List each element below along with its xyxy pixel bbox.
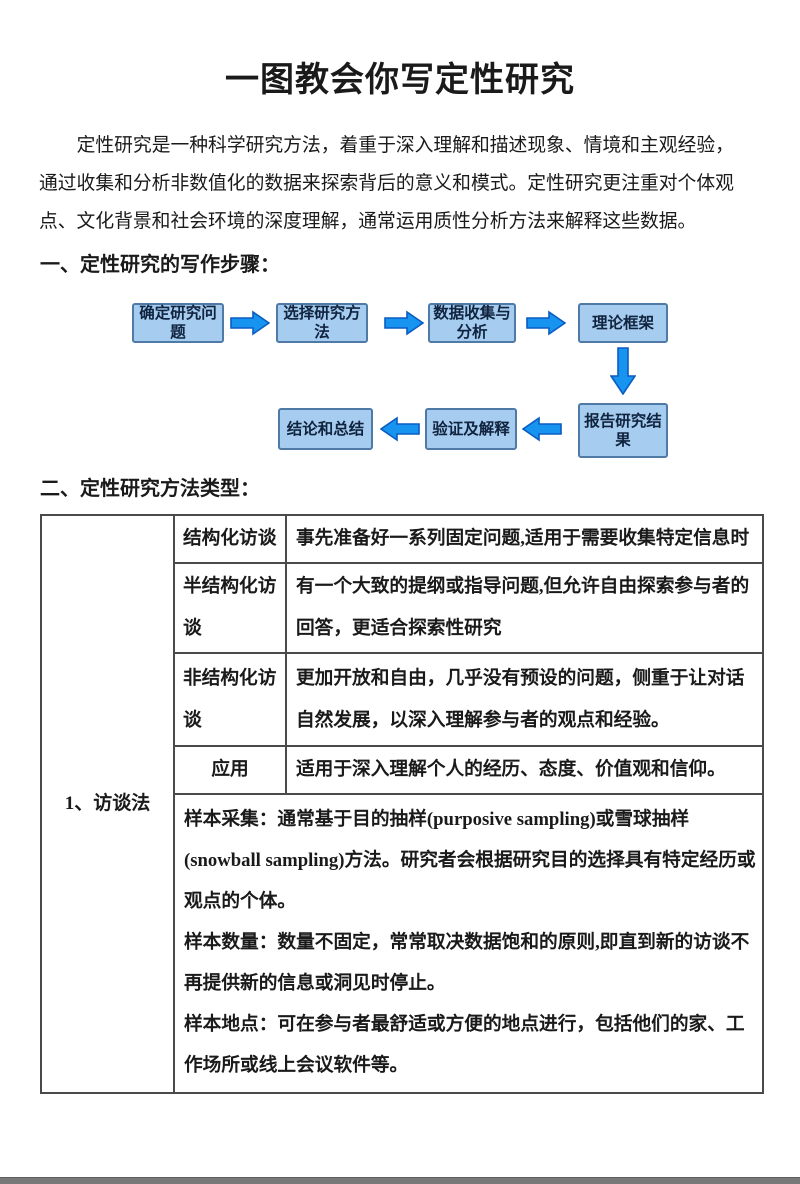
table-row: 1、访谈法 结构化访谈 事先准备好一系列固定问题,适用于需要收集特定信息时 xyxy=(40,514,764,1094)
table-group-label: 1、访谈法 xyxy=(40,514,175,1094)
flow-arrow-left-icon xyxy=(379,416,420,447)
table-row: 应用 适用于深入理解个人的经历、态度、价值观和信仰。 xyxy=(41,745,764,795)
method-label-cell: 应用 xyxy=(173,745,287,795)
method-label-cell: 结构化访谈 xyxy=(173,514,287,564)
table-row: 非结构化访谈 更加开放和自由，几乎没有预设的问题，侧重于让对话自然发展，以深入理… xyxy=(41,652,764,747)
methods-table: 1、访谈法 结构化访谈 事先准备好一系列固定问题,适用于需要收集特定信息时 半结… xyxy=(40,514,764,1094)
sampling-info-cell: 样本采集：通常基于目的抽样(purposive sampling)或雪球抽样(s… xyxy=(173,793,764,1094)
method-label-cell: 半结构化访谈 xyxy=(173,562,287,654)
sampling-paragraph: 样本地点：可在参与者最舒适或方便的地点进行，包括他们的家、工作场所或线上会议软件… xyxy=(184,1014,745,1076)
flow-step-box: 结论和总结 xyxy=(278,408,373,450)
sampling-paragraph: 样本数量：数量不固定，常常取决数据饱和的原则,即直到新的访谈不再提供新的信息或洞… xyxy=(184,932,750,994)
flow-step-box: 数据收集与分析 xyxy=(428,303,516,343)
writing-steps-flowchart: 确定研究问题 选择研究方法 数据收集与分析 理论框架 报告研究结果 验证及解释 … xyxy=(0,279,800,465)
flow-step-box: 确定研究问题 xyxy=(132,303,224,343)
intro-line: 通过收集和分析非数值化的数据来探索背后的意义和模式。定性研究更注重对个体观 xyxy=(39,173,734,194)
flow-arrow-right-icon xyxy=(526,310,567,341)
intro-paragraph: 定性研究是一种科学研究方法，着重于深入理解和描述现象、情境和主观经验， 通过收集… xyxy=(39,127,762,241)
method-desc-cell: 适用于深入理解个人的经历、态度、价值观和信仰。 xyxy=(285,745,764,795)
flow-step-box: 理论框架 xyxy=(578,303,668,343)
flow-arrow-down-icon xyxy=(609,347,637,400)
flow-step-box: 报告研究结果 xyxy=(578,403,668,458)
method-desc-cell: 事先准备好一系列固定问题,适用于需要收集特定信息时 xyxy=(285,514,764,564)
table-row: 样本采集：通常基于目的抽样(purposive sampling)或雪球抽样(s… xyxy=(41,793,764,1094)
method-label-cell: 非结构化访谈 xyxy=(173,652,287,747)
table-row: 半结构化访谈 有一个大致的提纲或指导问题,但允许自由探索参与者的回答，更适合探索… xyxy=(41,562,764,654)
intro-line: 定性研究是一种科学研究方法，着重于深入理解和描述现象、情境和主观经验， xyxy=(76,135,734,156)
method-desc-cell: 更加开放和自由，几乎没有预设的问题，侧重于让对话自然发展，以深入理解参与者的观点… xyxy=(285,652,764,747)
method-desc-cell: 有一个大致的提纲或指导问题,但允许自由探索参与者的回答，更适合探索性研究 xyxy=(285,562,764,654)
sampling-paragraph: 样本采集：通常基于目的抽样(purposive sampling)或雪球抽样(s… xyxy=(184,809,756,912)
section2-heading: 二、定性研究方法类型： xyxy=(40,478,260,500)
flow-step-box: 选择研究方法 xyxy=(276,303,368,343)
page-bottom-bar xyxy=(0,1177,800,1184)
flow-arrow-right-icon xyxy=(230,310,271,341)
intro-line: 点、文化背景和社会环境的深度理解，通常运用质性分析方法来解释这些数据。 xyxy=(39,211,697,232)
page-title: 一图教会你写定性研究 xyxy=(225,62,575,99)
section1-heading: 一、定性研究的写作步骤： xyxy=(40,254,280,276)
flow-step-box: 验证及解释 xyxy=(425,408,517,450)
flow-arrow-right-icon xyxy=(384,310,425,341)
flow-arrow-left-icon xyxy=(521,416,562,447)
